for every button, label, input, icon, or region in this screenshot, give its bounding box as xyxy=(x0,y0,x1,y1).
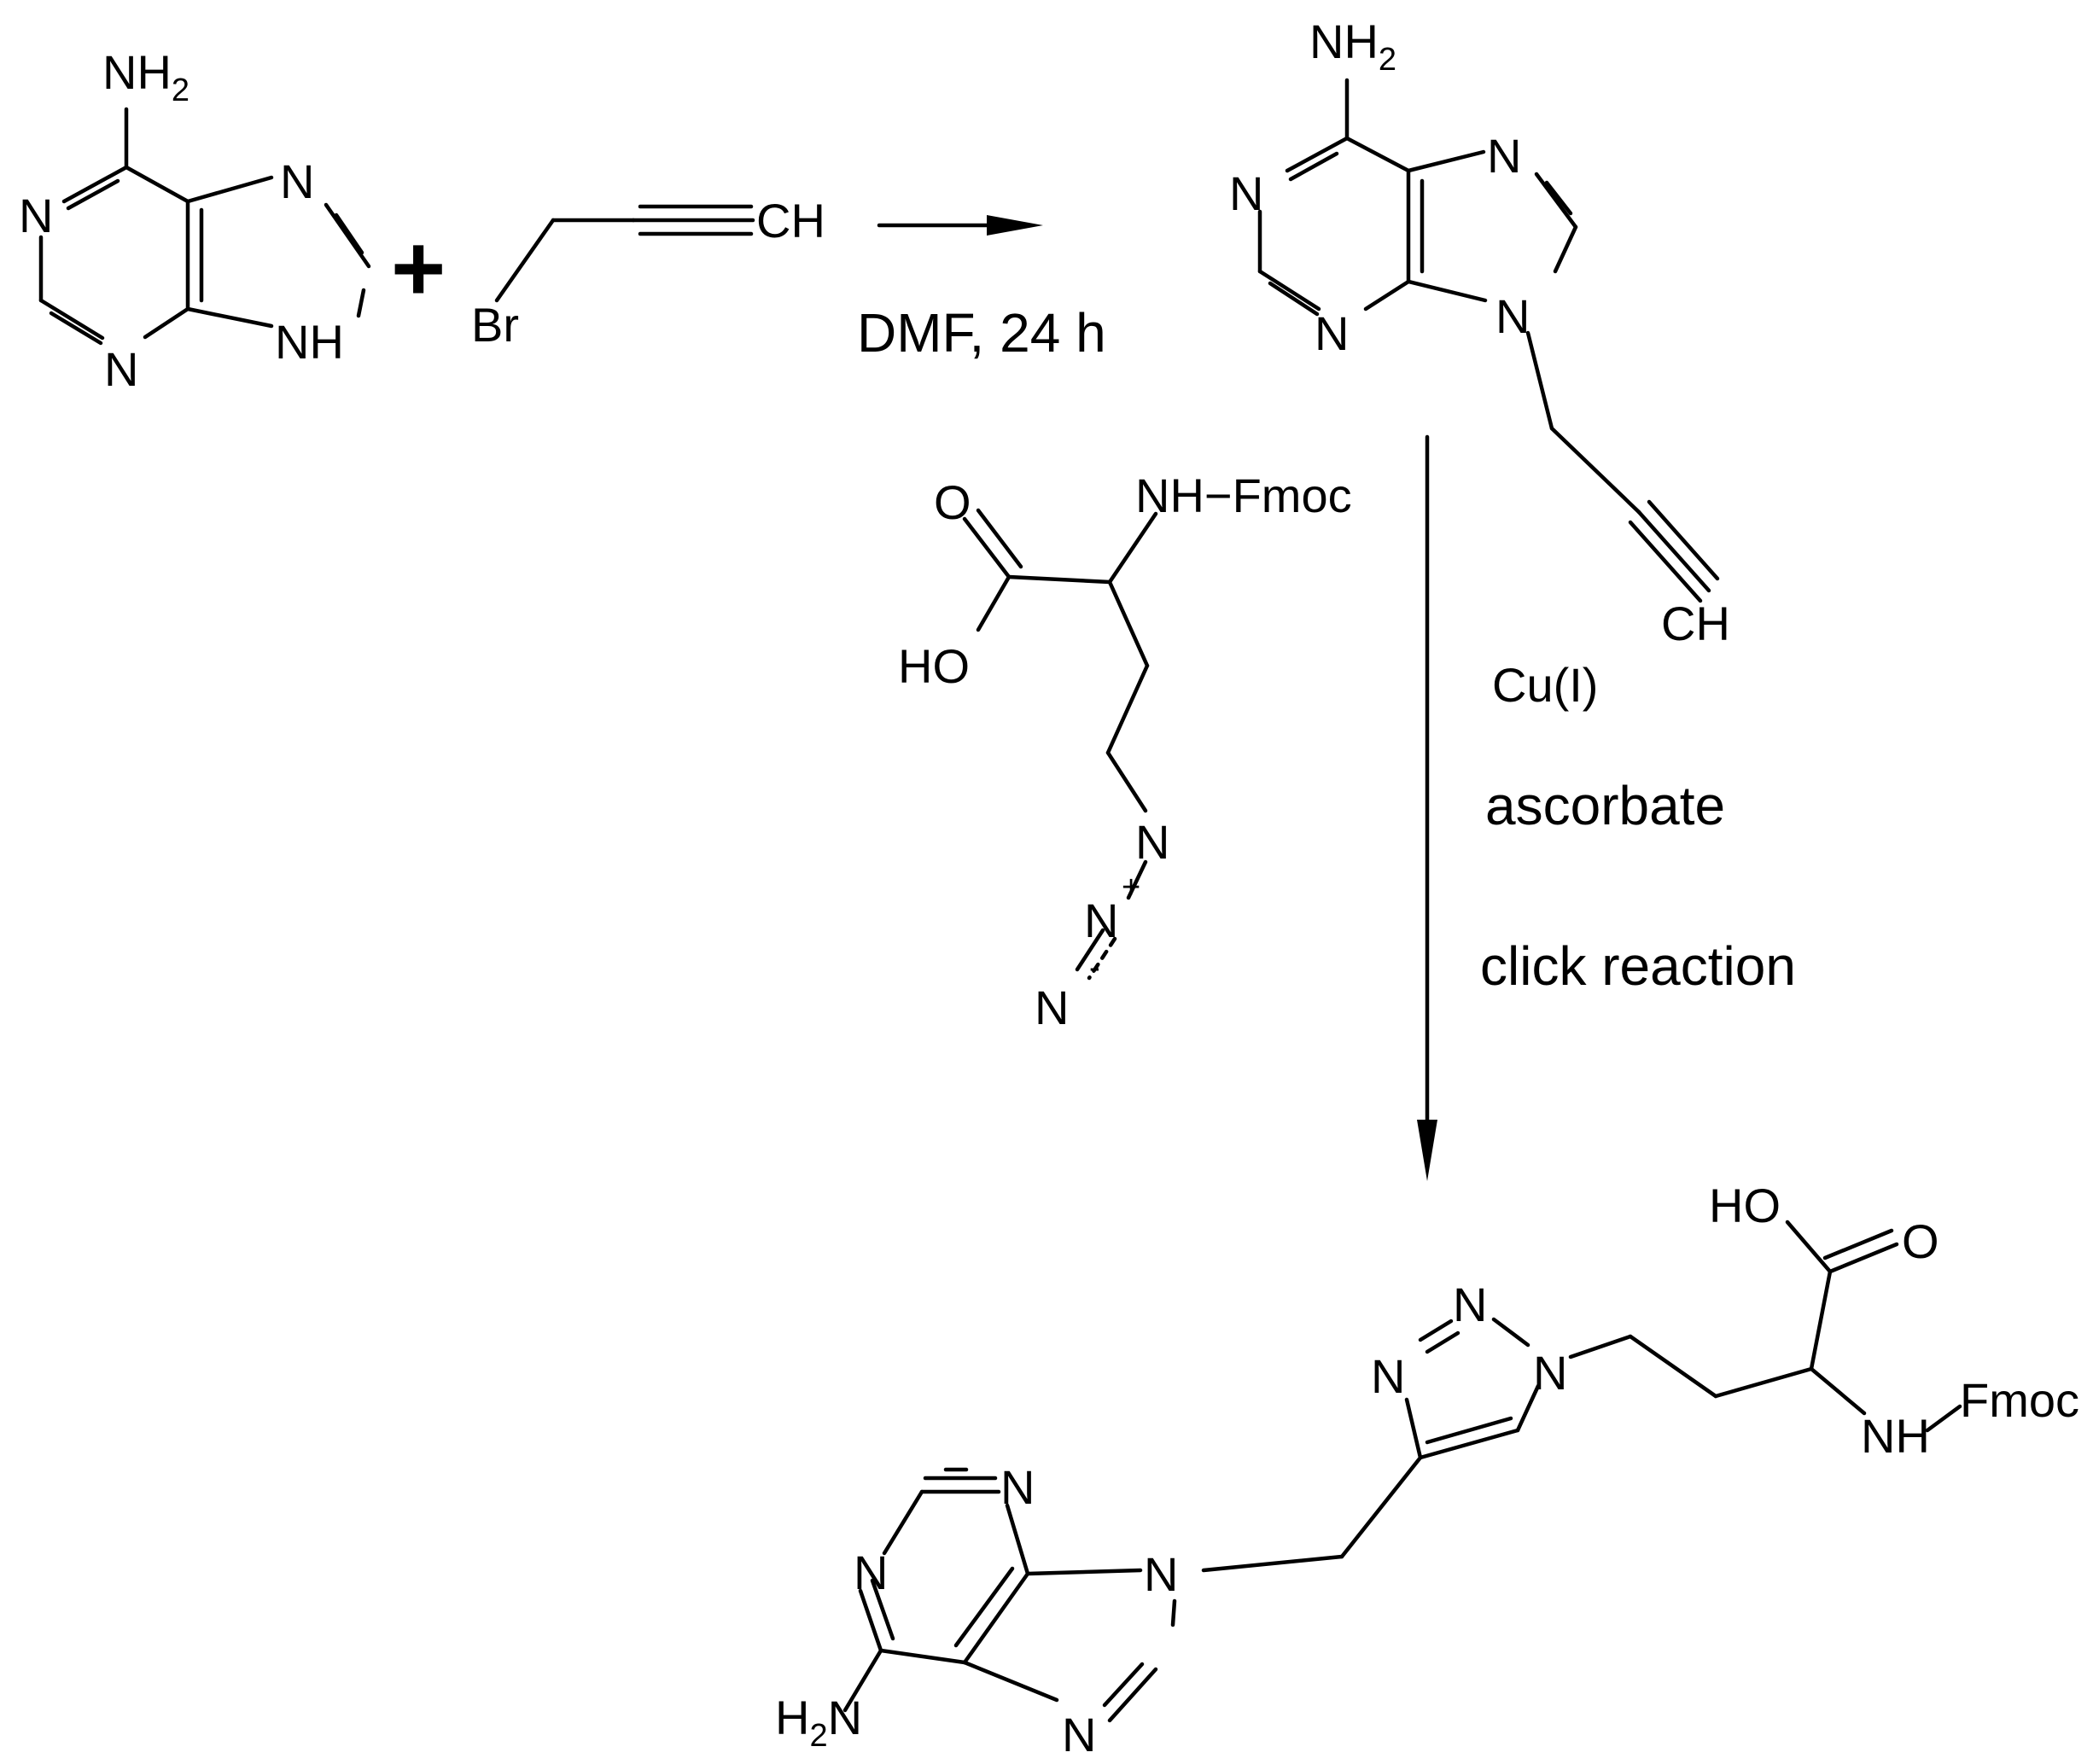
condition-dmf-24h: DMF, 24 h xyxy=(857,302,1106,364)
adenine-n1: N xyxy=(19,189,53,242)
intermediate-n3: N xyxy=(1315,306,1349,360)
click-product: H2N N N N N N N N HO O NH Fmoc xyxy=(775,1179,2079,1761)
triazole-n1: N xyxy=(1533,1346,1567,1400)
product-nh: NH xyxy=(1861,1409,1930,1463)
acid-carbonyl-o: O xyxy=(934,475,971,529)
azide-n-beta: N xyxy=(1084,894,1118,947)
reaction-arrow-2 xyxy=(1417,434,1437,1181)
intermediate-n1: N xyxy=(1229,166,1263,220)
triazole-n2: N xyxy=(1453,1278,1487,1331)
product-n9: N xyxy=(1144,1547,1178,1601)
plus-sign: + xyxy=(391,216,446,321)
adenine-n3: N xyxy=(104,342,138,396)
condition-cu-i: Cu(I) xyxy=(1492,658,1598,712)
product-n7: N xyxy=(1062,1708,1096,1761)
intermediate-nh2-label: NH2 xyxy=(1309,15,1396,78)
triazole-n3: N xyxy=(1371,1349,1405,1403)
adenine-nh2-label: NH2 xyxy=(102,45,189,108)
product-h2n-label: H2N xyxy=(775,1691,862,1754)
product-n1: N xyxy=(854,1546,888,1599)
azide-plus-charge: + xyxy=(1122,870,1140,905)
product-hydroxyl-ho: HO xyxy=(1709,1179,1781,1232)
product-n3: N xyxy=(1000,1460,1035,1514)
adenine-n7: N xyxy=(280,154,314,208)
adenine-n9h: NH xyxy=(275,315,344,369)
azide-minus-charge: - xyxy=(1089,950,1100,986)
acid-nh-fmoc: NH−Fmoc xyxy=(1135,469,1352,522)
product-carbonyl-o: O xyxy=(1902,1214,1939,1268)
propargyl-adenine: NH2 N N N N CH xyxy=(1229,15,1730,650)
alkyne-ch-label-1: CH xyxy=(756,194,825,247)
product-fmoc: Fmoc xyxy=(1960,1373,2079,1427)
acid-hydroxyl-ho: HO xyxy=(898,639,970,693)
alkyne-ch-label-2: CH xyxy=(1661,597,1730,650)
reaction-arrow-1 xyxy=(877,215,1043,236)
azide-n-gamma: N xyxy=(1035,981,1069,1034)
bromine-label: Br xyxy=(471,298,519,352)
fmoc-azido-amino-acid: O HO NH−Fmoc N N + - N xyxy=(898,469,1352,1034)
condition-ascorbate: ascorbate xyxy=(1485,775,1725,836)
propargyl-bromide: Br CH xyxy=(471,194,825,352)
adenine-reactant: NH2 N N N NH xyxy=(19,45,371,396)
condition-click-reaction: click reaction xyxy=(1480,935,1796,997)
intermediate-n9: N xyxy=(1495,289,1530,343)
intermediate-n7: N xyxy=(1487,129,1521,183)
azide-n-alpha: N xyxy=(1135,815,1169,869)
